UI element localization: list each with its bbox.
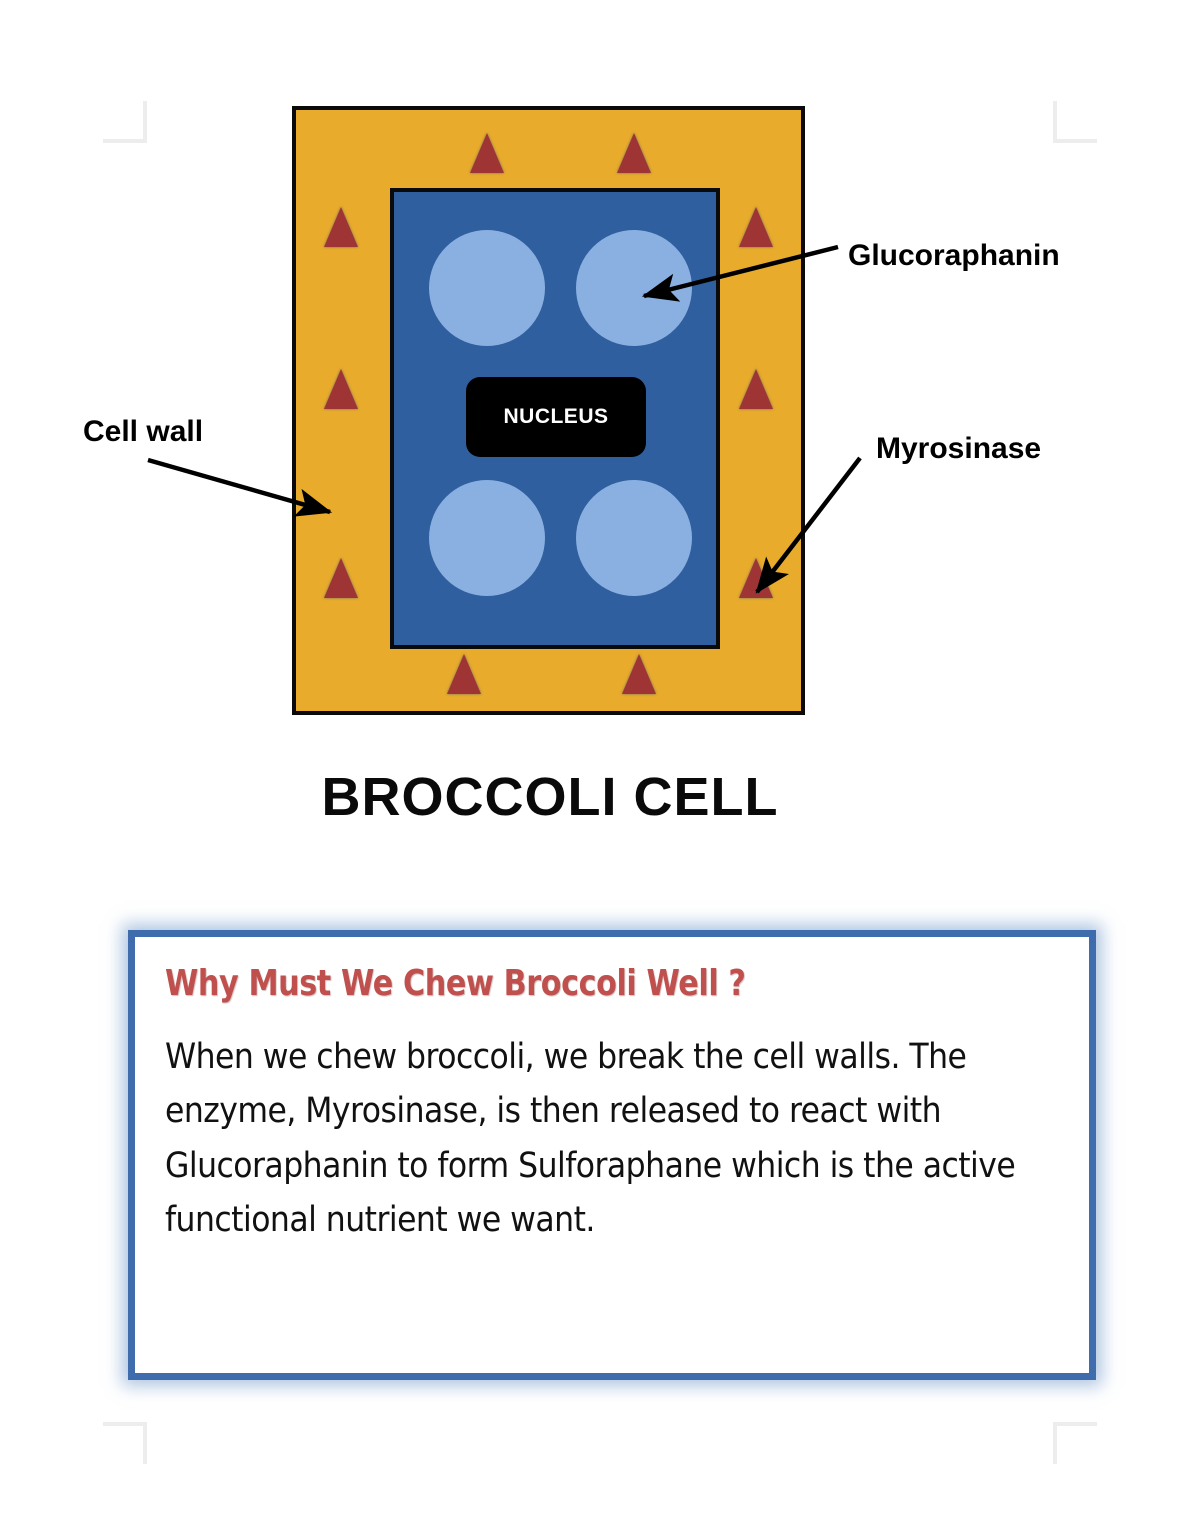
myrosinase-triangle xyxy=(470,133,504,173)
myrosinase-triangle xyxy=(739,207,773,247)
cytoplasm-shape: NUCLEUS xyxy=(390,188,720,649)
label-myrosinase: Myrosinase xyxy=(876,432,1042,465)
page-title: BROCCOLI CELL xyxy=(321,767,779,827)
myrosinase-triangle xyxy=(447,654,481,694)
myrosinase-triangle xyxy=(622,654,656,694)
info-heading: Why Must We Chew Broccoli Well ? xyxy=(165,963,746,1004)
crop-mark-top-left xyxy=(103,101,147,143)
glucoraphanin-vacuole xyxy=(429,230,545,346)
nucleus-label: NUCLEUS xyxy=(503,405,609,428)
crop-mark-top-right xyxy=(1053,101,1097,143)
crop-mark-bottom-right xyxy=(1053,1422,1097,1464)
myrosinase-triangle xyxy=(324,558,358,598)
glucoraphanin-vacuole xyxy=(576,480,692,596)
broccoli-cell-diagram: NUCLEUS xyxy=(292,106,805,715)
myrosinase-triangle xyxy=(617,133,651,173)
myrosinase-triangle xyxy=(324,207,358,247)
crop-mark-bottom-left xyxy=(103,1422,147,1464)
info-callout-box: Why Must We Chew Broccoli Well ? When we… xyxy=(128,930,1096,1380)
myrosinase-triangle xyxy=(324,369,358,409)
nucleus-shape: NUCLEUS xyxy=(466,377,646,457)
info-callout-inner: Why Must We Chew Broccoli Well ? When we… xyxy=(165,963,1063,1369)
glucoraphanin-vacuole xyxy=(429,480,545,596)
label-cell-wall: Cell wall xyxy=(83,415,204,448)
glucoraphanin-vacuole xyxy=(576,230,692,346)
myrosinase-triangle xyxy=(739,558,773,598)
info-body-text: When we chew broccoli, we break the cell… xyxy=(165,1037,1016,1240)
label-glucoraphanin: Glucoraphanin xyxy=(848,239,1060,272)
myrosinase-triangle xyxy=(739,369,773,409)
